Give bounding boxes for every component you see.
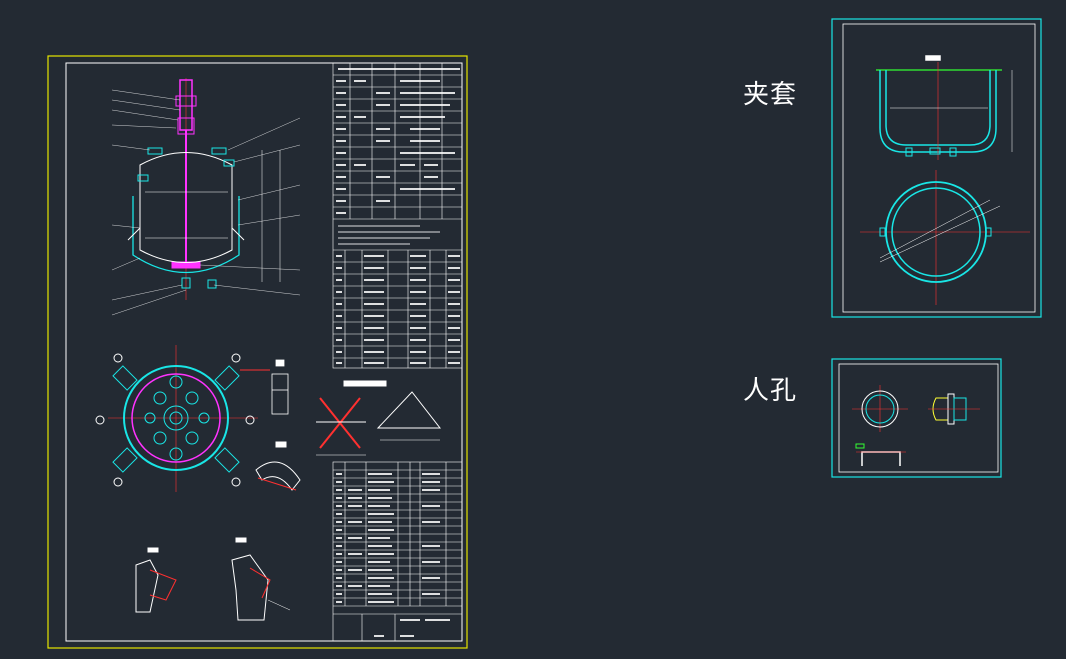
manhole-drawing-sheet [831,358,1002,478]
table-text-strokes [336,68,460,245]
manhole-label: 人孔 [743,376,798,406]
nozzle-detail [271,359,289,415]
technical-specification-table [332,62,463,369]
support-cross-detail [316,380,442,456]
parts-list-table [332,461,463,642]
manhole-details [852,385,980,466]
jacket-section-view [876,55,1013,160]
parts-list-text-strokes [336,473,450,637]
jacket-plan-view [860,170,1030,305]
jacket-drawing-sheet [831,18,1042,318]
reactor-elevation-view [111,78,301,316]
table-rows-strokes [336,255,460,364]
reactor-plan-view [95,345,270,492]
main-drawing-sheet [47,55,468,649]
flange-details [135,441,301,621]
jacket-label: 夹套 [743,80,798,110]
